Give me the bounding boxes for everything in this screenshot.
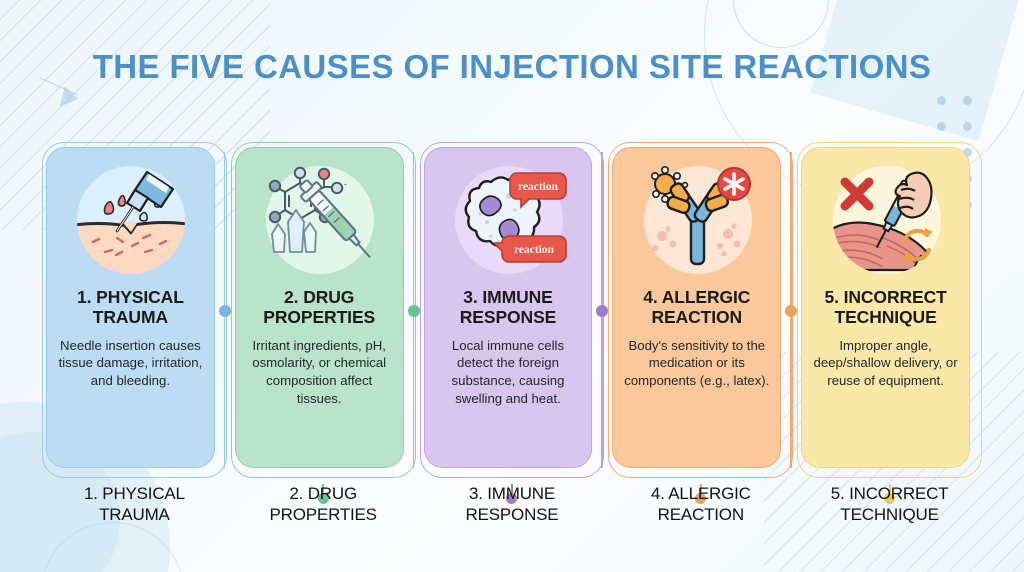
bottom-label-immune-response: 3. IMMUNE RESPONSE — [465, 484, 559, 524]
card-title: 1. PHYSICAL TRAUMA — [76, 287, 184, 327]
needle-piercing-skin-icon — [69, 160, 191, 282]
card-stem-dot — [317, 493, 329, 504]
svg-text:-: - — [344, 179, 347, 189]
card-stem — [699, 484, 702, 498]
bottom-label-incorrect-technique: 5. INCORRECT TECHNIQUE — [830, 484, 949, 524]
card-title: 5. INCORRECT TECHNIQUE — [824, 287, 947, 327]
antibody-allergen-icon — [636, 160, 758, 282]
card-description: Irritant ingredients, pH, osmolarity, or… — [252, 337, 387, 406]
card-title: 2. DRUG PROPERTIES — [263, 287, 376, 327]
bottom-labels-row: 1. PHYSICAL TRAUMA 2. DRUG PROPERTIES 3.… — [42, 484, 982, 544]
reaction-bubble-text-2: reaction — [514, 244, 555, 256]
card-description: Needle insertion causes tissue damage, i… — [58, 337, 203, 388]
card-title: 4. ALLERGIC REACTION — [643, 287, 751, 327]
hand-syringe-muscle-crossmark-icon — [825, 160, 947, 282]
page-title: THE FIVE CAUSES OF INJECTION SITE REACTI… — [92, 48, 932, 85]
card-body: 4. ALLERGIC REACTION Body's sensitivity … — [612, 147, 782, 468]
card-stem-dot — [695, 493, 707, 504]
card-description: Body's sensitivity to the medication or … — [624, 337, 770, 388]
card-incorrect-technique[interactable]: 5. INCORRECT TECHNIQUE Improper angle, d… — [797, 142, 982, 504]
card-stem — [510, 484, 513, 498]
card-description: Local immune cells detect the foreign su… — [451, 337, 565, 406]
card-immune-response[interactable]: reaction reaction 3. IMMUNE RESPONSE Loc… — [419, 142, 609, 504]
reaction-bubble-text-1: reaction — [518, 181, 559, 193]
card-body: 1. PHYSICAL TRAUMA Needle insertion caus… — [46, 147, 215, 468]
card-stem-dot — [506, 493, 518, 504]
card-connector-dot — [218, 305, 231, 317]
card-connector-dot — [596, 305, 609, 317]
decorative-triangle-top-left — [59, 86, 81, 111]
immune-cell-reaction-bubbles-icon: reaction reaction — [447, 160, 569, 282]
card-physical-trauma[interactable]: 1. PHYSICAL TRAUMA Needle insertion caus… — [42, 142, 231, 478]
card-stem — [888, 484, 891, 498]
decorative-circle-top-right — [733, 0, 829, 48]
card-body: reaction reaction 3. IMMUNE RESPONSE Loc… — [423, 147, 593, 468]
bottom-label-drug-properties: 2. DRUG PROPERTIES — [269, 484, 377, 524]
card-body: 5. INCORRECT TECHNIQUE Improper angle, d… — [801, 147, 970, 468]
bottom-label-allergic-reaction: 4. ALLERGIC REACTION — [650, 484, 751, 524]
card-connector-dot — [785, 305, 798, 317]
card-stem-dot — [884, 493, 896, 504]
card-connector-dot — [407, 305, 420, 317]
card-outer-ring — [797, 142, 982, 478]
card-description: Improper angle, deep/shallow delivery, o… — [813, 337, 958, 388]
card-drug-properties[interactable]: - — [230, 142, 420, 504]
bottom-label-physical-trauma: 1. PHYSICAL TRAUMA — [84, 484, 185, 524]
card-allergic-reaction[interactable]: 4. ALLERGIC REACTION Body's sensitivity … — [608, 142, 798, 504]
molecule-syringe-crystals-icon: - — [258, 160, 380, 282]
card-body: - — [234, 147, 404, 468]
card-stem — [322, 484, 325, 498]
cards-row: 1. PHYSICAL TRAUMA Needle insertion caus… — [42, 142, 982, 504]
card-title: 3. IMMUNE RESPONSE — [459, 287, 557, 327]
